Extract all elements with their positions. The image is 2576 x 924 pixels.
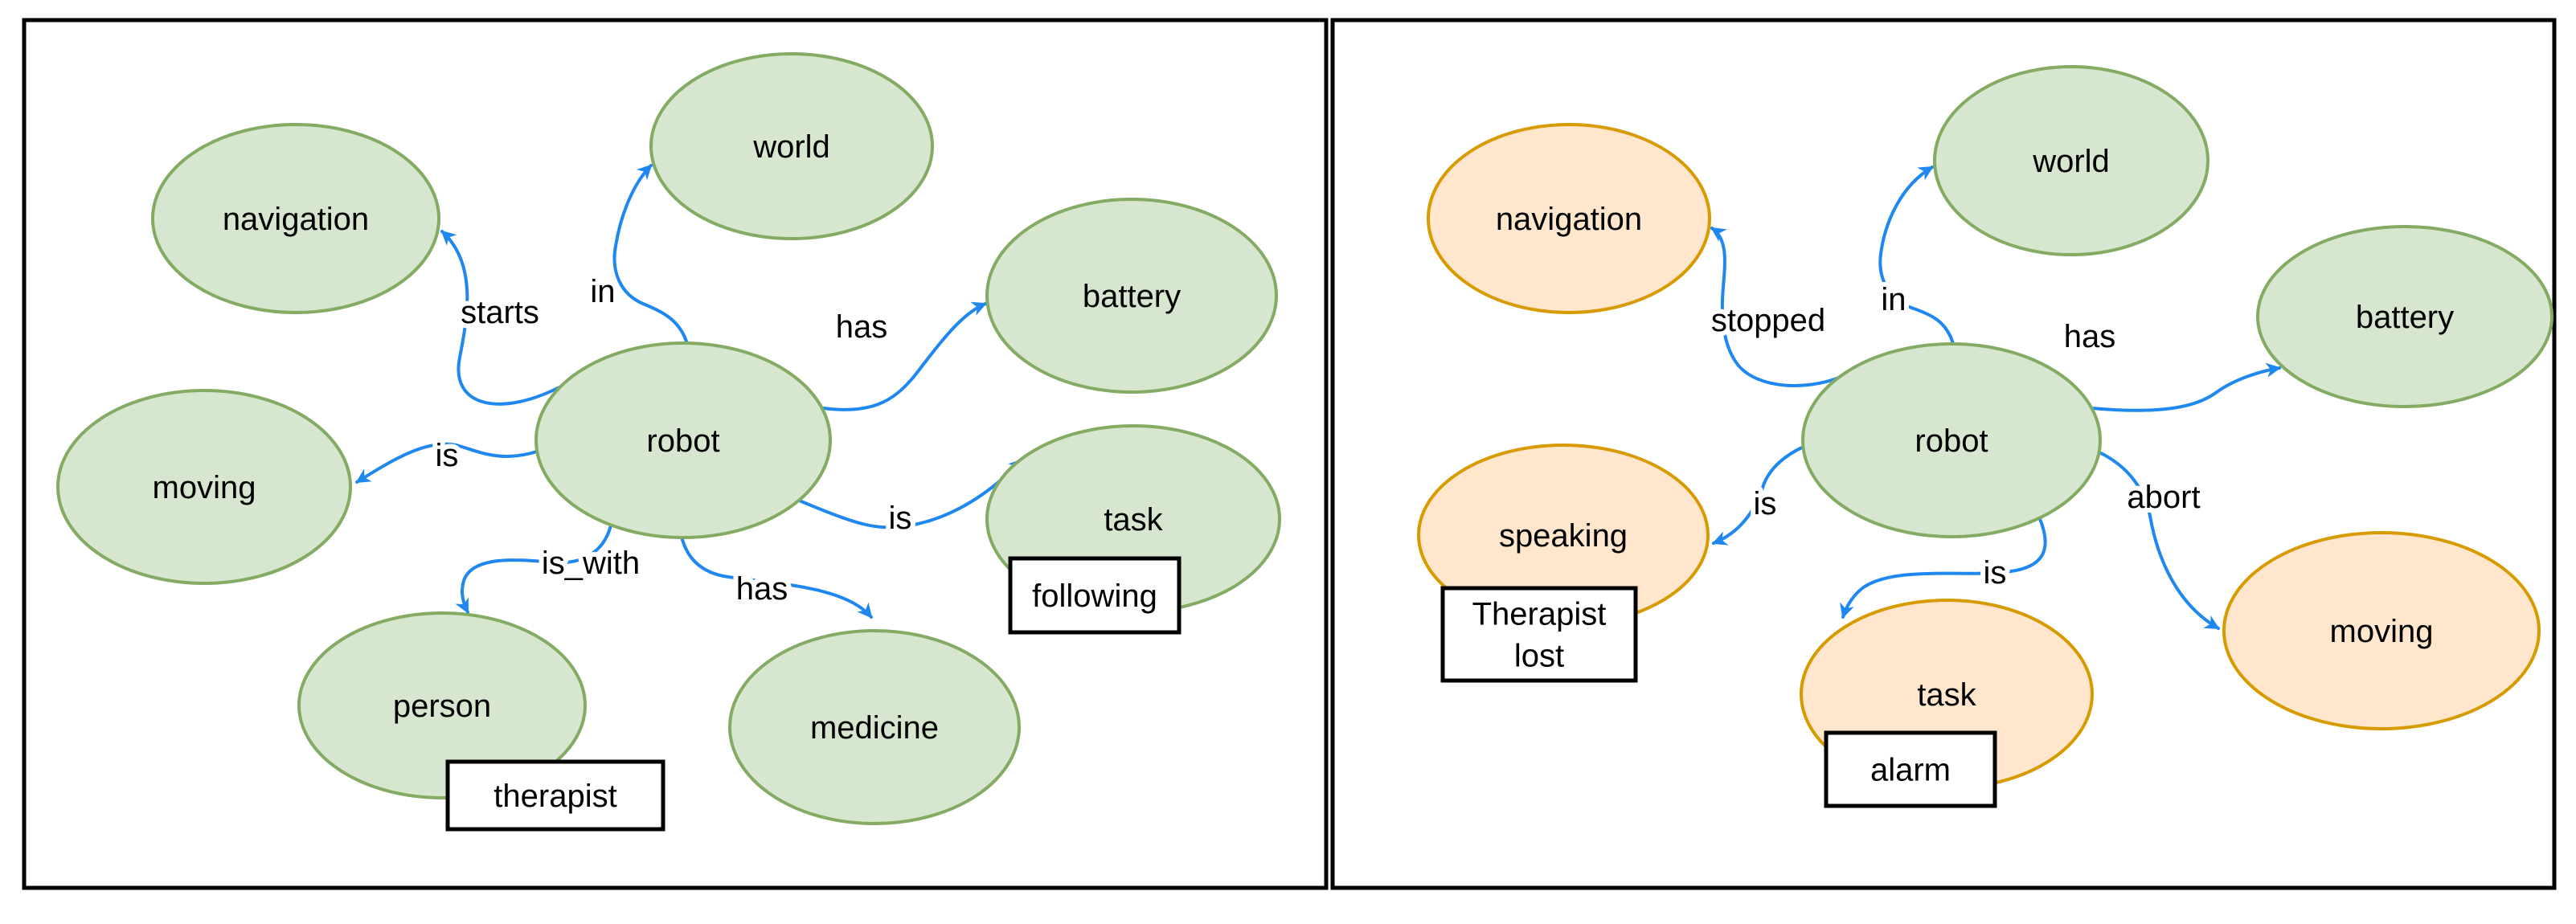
edge-label-left-is-task: is	[889, 501, 912, 536]
callout-box-right-therapist-lost	[1440, 586, 1638, 683]
edge-label-right-is-speaking: is	[1754, 486, 1777, 521]
node-ellipse-right-battery	[2256, 225, 2553, 408]
node-label-left-world: world	[752, 129, 830, 165]
edge-left-is-task	[796, 458, 1024, 529]
edge-left-is_with	[455, 524, 612, 614]
edge-left-is-moving	[355, 442, 539, 484]
panel-right-group: navigation world battery robot speaking task m…	[1330, 18, 2557, 890]
edge-label-right-has: has	[2064, 319, 2116, 354]
node-ellipse-left-world	[649, 52, 934, 240]
callout-label-left-following: following	[1032, 579, 1157, 614]
edge-left-has-battery	[821, 301, 987, 411]
node-ellipse-left-person	[297, 611, 587, 799]
edge-label-right-stopped: stopped	[1711, 303, 1825, 338]
node-label-left-person: person	[393, 689, 491, 724]
edge-left-starts	[440, 230, 561, 406]
edge-label-right-in: in	[1881, 282, 1906, 317]
callout-box-right-alarm	[1824, 730, 1997, 808]
edge-label-left-in: in	[590, 274, 615, 309]
node-label-right-navigation: navigation	[1496, 202, 1642, 237]
edge-left-in	[612, 164, 689, 345]
edge-right-in	[1878, 166, 1955, 345]
edge-left-has-medicine	[680, 535, 873, 619]
panel-left-group: navigation world battery robot moving task per…	[22, 18, 1329, 890]
callout-box-left-following	[1008, 556, 1182, 635]
callout-box-left-therapist	[445, 759, 666, 832]
node-label-right-battery: battery	[2356, 300, 2454, 335]
node-label-right-robot: robot	[1915, 423, 1988, 459]
node-label-left-medicine: medicine	[810, 710, 939, 746]
edge-label-left-starts: starts	[461, 295, 539, 330]
edge-right-has	[2090, 362, 2282, 412]
edge-right-is-task	[1840, 517, 2047, 619]
node-label-right-moving: moving	[2330, 614, 2434, 649]
node-label-left-robot: robot	[646, 423, 719, 459]
node-ellipse-right-world	[1933, 65, 2209, 256]
edge-label-left-is-moving: is	[436, 438, 459, 473]
node-ellipse-left-moving	[56, 389, 352, 585]
node-label-right-speaking: speaking	[1499, 518, 1628, 554]
edge-right-abort	[2096, 450, 2220, 630]
edge-label-left-has-battery: has	[836, 309, 888, 345]
node-label-left-battery: battery	[1083, 279, 1181, 314]
edge-label-right-abort: abort	[2127, 480, 2200, 515]
edge-right-is-speaking	[1712, 445, 1805, 546]
node-ellipse-left-medicine	[728, 629, 1021, 825]
edge-label-left-has-medicine: has	[736, 571, 788, 607]
node-ellipse-right-robot	[1801, 342, 2102, 538]
node-label-left-task: task	[1104, 502, 1163, 538]
edge-label-left-is_with: is_with	[542, 546, 640, 581]
callout-label-right-alarm: alarm	[1870, 753, 1951, 788]
node-label-right-world: world	[2032, 144, 2110, 179]
edge-right-stopped	[1710, 227, 1841, 387]
node-ellipse-right-moving	[2222, 531, 2541, 730]
node-ellipse-left-battery	[985, 198, 1278, 394]
node-ellipse-left-robot	[534, 341, 832, 539]
node-ellipse-left-navigation	[151, 123, 440, 314]
node-ellipse-right-navigation	[1427, 123, 1711, 314]
node-label-right-task: task	[1917, 677, 1976, 713]
callout-label-left-therapist: therapist	[493, 779, 616, 814]
node-label-left-navigation: navigation	[223, 202, 369, 237]
edge-label-right-is-task: is	[1984, 555, 2007, 591]
node-label-left-moving: moving	[153, 470, 256, 505]
